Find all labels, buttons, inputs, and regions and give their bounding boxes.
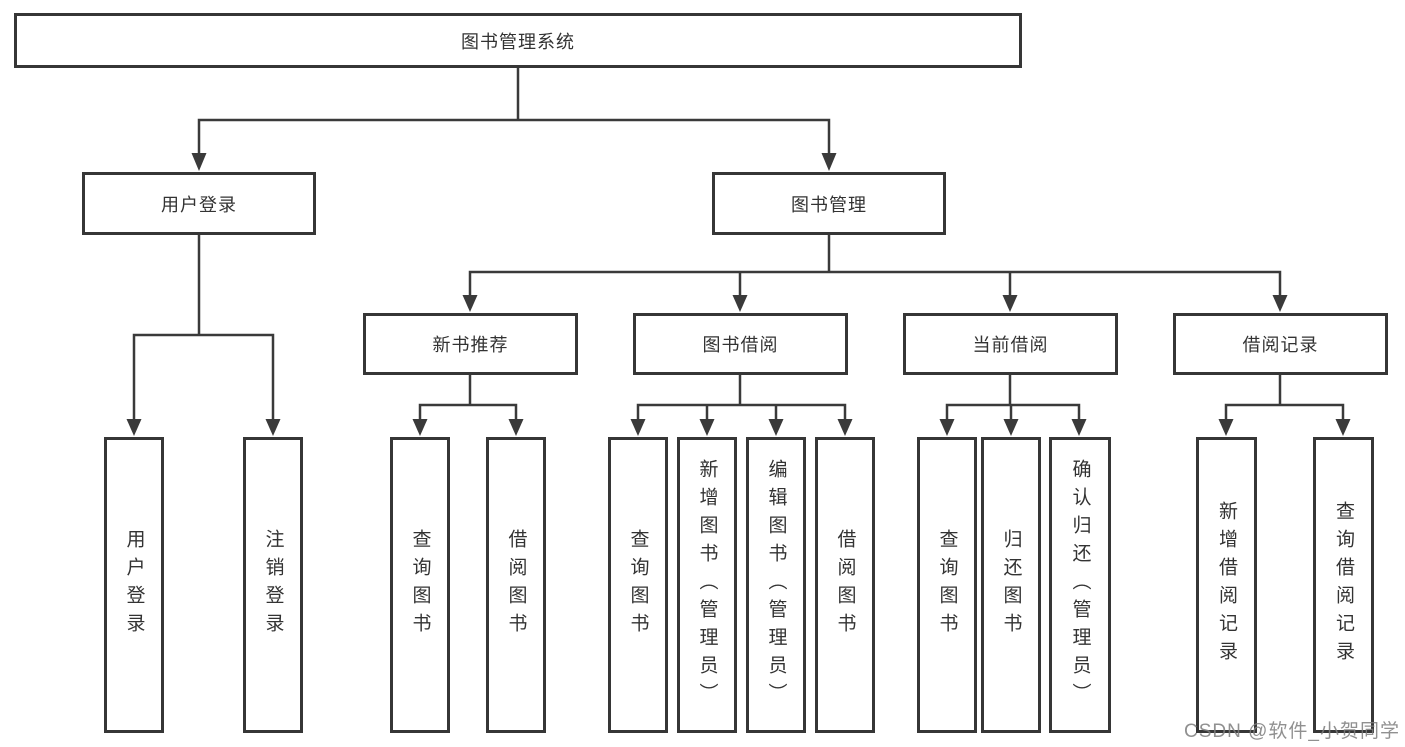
node-label: 新增借阅记录 <box>1216 501 1237 669</box>
leaf-add-borrow-record: 新增借阅记录 <box>1196 437 1257 733</box>
node-label: 查询图书 <box>936 529 958 641</box>
node-label: 用户登录 <box>161 194 237 215</box>
node-label: 当前借阅 <box>972 335 1049 355</box>
node-label: 查询图书 <box>409 529 431 641</box>
connector-newbook-to-leaves <box>412 373 524 436</box>
node-book-borrow: 图书借阅 <box>633 313 848 375</box>
csdn-watermark: CSDN @软件_小贺同学 <box>1184 721 1400 742</box>
connector-userlogin-to-leaves <box>126 233 281 436</box>
leaf-add-books-admin: 新增图书（管理员） <box>677 437 737 733</box>
node-borrow-record: 借阅记录 <box>1173 313 1388 375</box>
node-label: 新增图书（管理员） <box>696 459 718 711</box>
node-user-login: 用户登录 <box>82 172 316 235</box>
leaf-query-books-current: 查询图书 <box>917 437 977 733</box>
node-label: 借阅图书 <box>834 529 856 641</box>
leaf-query-borrow-record: 查询借阅记录 <box>1313 437 1374 733</box>
node-root: 图书管理系统 <box>14 13 1022 68</box>
connector-root-to-level2 <box>191 66 837 171</box>
node-label: 用户登录 <box>123 529 145 641</box>
node-label: 查询图书 <box>627 529 649 641</box>
node-label: 注销登录 <box>262 529 284 641</box>
node-label: 图书管理系统 <box>461 31 575 52</box>
node-book-management: 图书管理 <box>712 172 946 235</box>
node-label: 新书推荐 <box>432 335 509 355</box>
node-label: 编辑图书（管理员） <box>765 459 787 711</box>
node-label: 借阅图书 <box>505 529 527 641</box>
leaf-edit-books-admin: 编辑图书（管理员） <box>746 437 806 733</box>
node-label: 图书借阅 <box>702 335 779 355</box>
connector-bookborrow-to-leaves <box>630 373 853 436</box>
leaf-user-login: 用户登录 <box>104 437 164 733</box>
node-label: 查询借阅记录 <box>1333 501 1354 669</box>
connector-currentborrow-to-leaves <box>939 373 1087 436</box>
node-label: 确认归还（管理员） <box>1069 459 1091 711</box>
leaf-confirm-return-admin: 确认归还（管理员） <box>1049 437 1111 733</box>
leaf-query-books-recommend: 查询图书 <box>390 437 450 733</box>
connector-bookmgmt-to-level3 <box>462 233 1288 312</box>
connector-borrowrecord-to-leaves <box>1218 373 1351 436</box>
leaf-borrow-books: 借阅图书 <box>815 437 875 733</box>
leaf-borrow-books-recommend: 借阅图书 <box>486 437 546 733</box>
leaf-query-books-borrow: 查询图书 <box>608 437 668 733</box>
leaf-return-books: 归还图书 <box>981 437 1041 733</box>
node-current-borrow: 当前借阅 <box>903 313 1118 375</box>
node-new-book-recommend: 新书推荐 <box>363 313 578 375</box>
node-label: 图书管理 <box>791 194 867 215</box>
node-label: 借阅记录 <box>1242 335 1319 355</box>
node-label: 归还图书 <box>1000 529 1022 641</box>
leaf-logout: 注销登录 <box>243 437 303 733</box>
